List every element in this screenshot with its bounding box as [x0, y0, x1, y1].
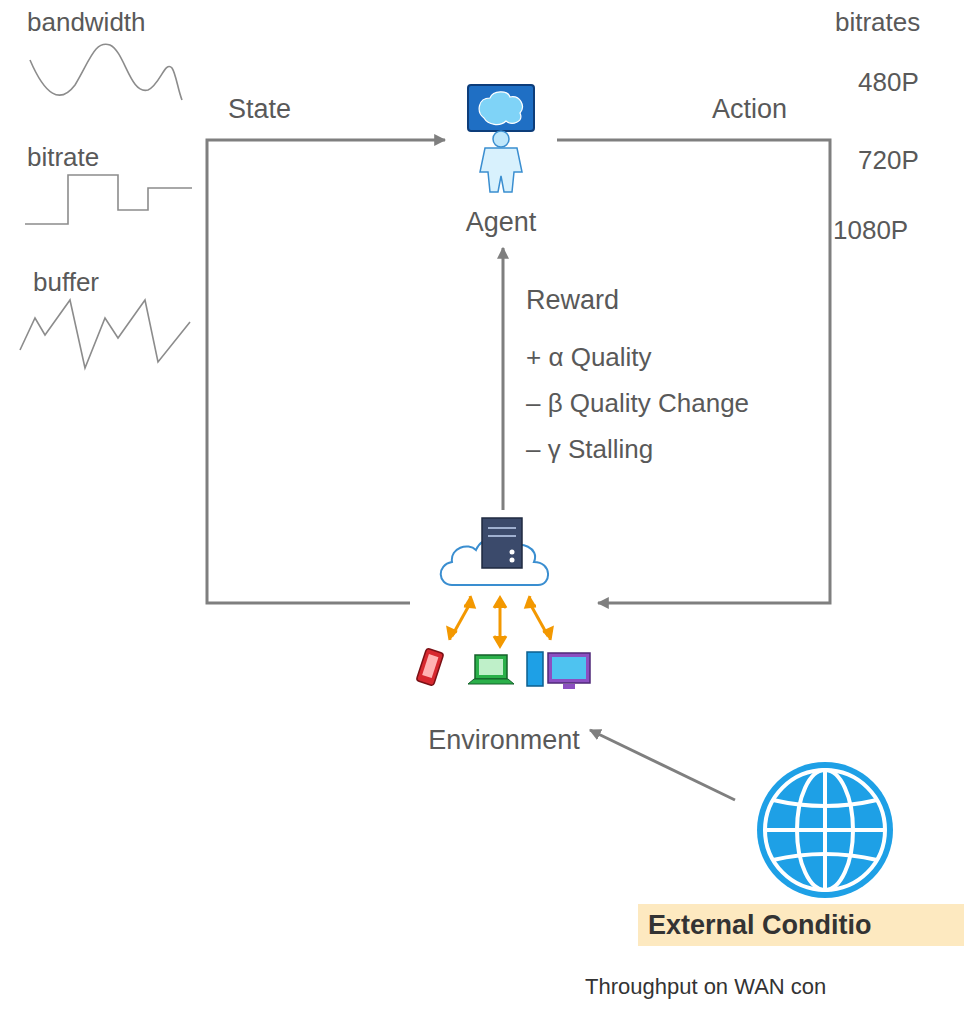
annotation-label: 720P	[858, 146, 919, 176]
annotation-label: + α Quality	[526, 343, 652, 373]
node-label: Agent	[466, 205, 537, 240]
annotation-label: – γ Stalling	[526, 435, 653, 465]
agent-node: Agent	[445, 80, 557, 240]
bitrate-steps	[25, 175, 192, 224]
flow-arrow	[590, 730, 735, 800]
annotation-label: bandwidth	[27, 8, 146, 38]
external-conditions-node: External ConditioThroughput on WAN con	[585, 772, 964, 1022]
server-cloud-icon	[441, 518, 548, 585]
environment-node: Environment	[410, 510, 598, 758]
device-link-arrows	[448, 596, 552, 646]
edge-label: State	[228, 94, 291, 125]
globe-icon	[757, 762, 893, 898]
client-devices	[416, 648, 590, 689]
node-label: Environment	[428, 723, 580, 758]
annotation-label: bitrate	[27, 143, 99, 173]
annotation-label: bitrates	[835, 8, 920, 38]
annotation-label: 480P	[858, 68, 919, 98]
condition-heading: External Conditio	[638, 904, 964, 946]
buffer-sawtooth	[20, 300, 190, 368]
bandwidth-curve	[30, 44, 182, 100]
flow-arrow	[207, 140, 445, 603]
annotation-label: 1080P	[833, 216, 908, 246]
annotation-label: buffer	[33, 268, 99, 298]
edge-label: Action	[712, 94, 787, 125]
condition-detail: Throughput on WAN con	[585, 974, 826, 1000]
flow-arrow	[502, 248, 505, 510]
agent-icon	[468, 85, 534, 192]
edge-label: Reward	[526, 285, 619, 316]
annotation-label: – β Quality Change	[526, 389, 749, 419]
